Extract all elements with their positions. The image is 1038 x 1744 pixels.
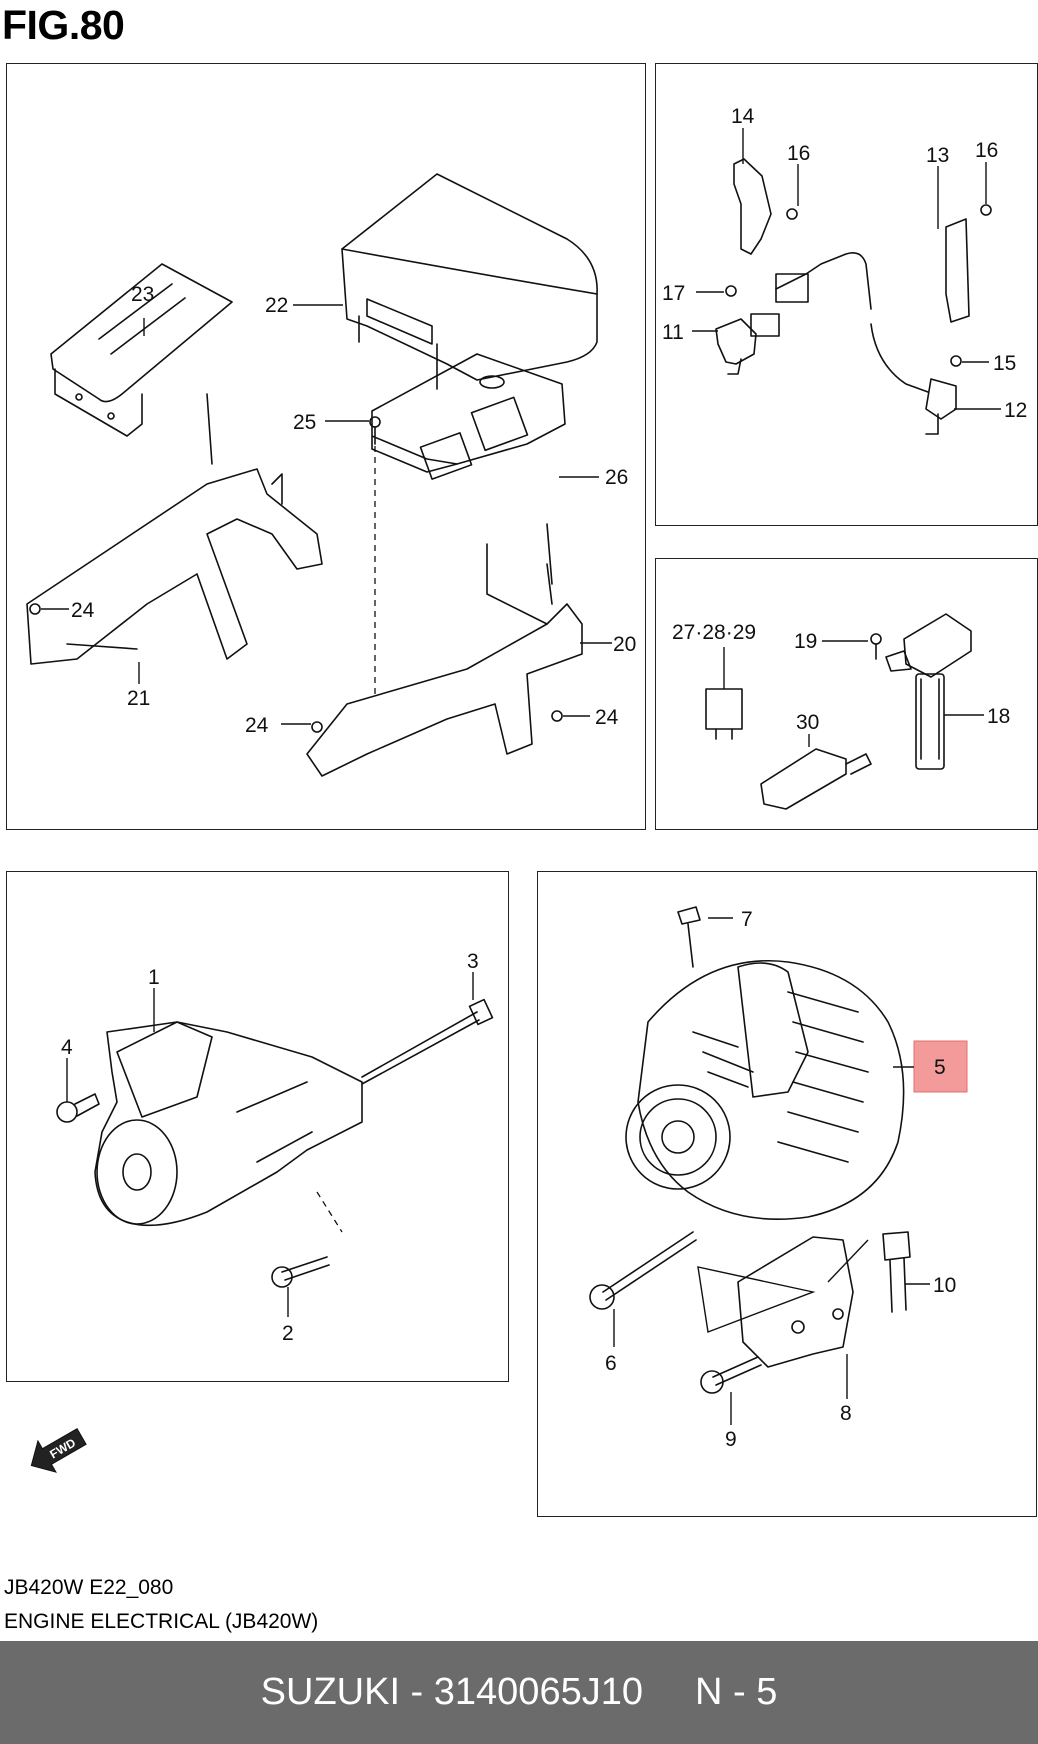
callout-4[interactable]: 4 — [61, 1036, 73, 1059]
fwd-arrow-icon: FWD — [30, 1428, 87, 1473]
part-11-sensor[interactable] — [715, 318, 757, 375]
fwd-label: FWD — [47, 1435, 78, 1461]
callout-25[interactable]: 25 — [293, 411, 316, 434]
callout-7[interactable]: 7 — [741, 908, 753, 931]
diagram-caption: ENGINE ELECTRICAL (JB420W) — [4, 1610, 319, 1633]
alternator-drawing: 7 5 6 10 9 8 — [589, 906, 968, 1451]
diagram-code: JB420W E22_080 — [4, 1576, 174, 1599]
ecu-drawing: 23 22 25 26 24 21 20 24 24 — [26, 173, 636, 777]
callout-5[interactable]: 5 — [934, 1056, 946, 1079]
callout-11[interactable]: 11 — [662, 321, 684, 344]
part-13-bracket[interactable] — [945, 218, 970, 323]
sensor-drawing: 14 16 13 16 17 11 15 12 — [662, 105, 1027, 435]
part-27-relay[interactable] — [705, 688, 743, 740]
callout-12[interactable]: 12 — [1004, 399, 1027, 422]
panel-ecu-brackets: 23 22 25 26 24 21 20 24 24 — [6, 63, 646, 830]
panel-ignition: 27·28·29 19 18 30 — [655, 558, 1038, 830]
part-10-bolt[interactable] — [882, 1231, 911, 1313]
coil-drawing: 27·28·29 19 18 30 — [672, 613, 1010, 810]
part-8-bracket[interactable] — [737, 1236, 854, 1368]
part-26-ecu[interactable] — [371, 353, 566, 480]
part-14-bracket[interactable] — [733, 158, 772, 255]
figure-title: FIG.80 — [2, 2, 125, 48]
bolt-icon-group — [870, 633, 882, 660]
part-3-bolt[interactable] — [361, 998, 494, 1085]
starter-drawing: 1 3 4 2 — [56, 950, 494, 1345]
bolt-icon-group — [29, 416, 563, 733]
callout-6[interactable]: 6 — [605, 1352, 617, 1375]
callout-13[interactable]: 13 — [926, 144, 949, 167]
panel-sensors: 14 16 13 16 17 11 15 12 — [655, 63, 1038, 526]
callout-24[interactable]: 24 — [71, 599, 95, 622]
callout-16b[interactable]: 16 — [975, 139, 998, 162]
part-22-ecu-cover[interactable] — [341, 173, 598, 390]
part-18-coil[interactable] — [885, 613, 972, 770]
part-7-nut[interactable] — [677, 906, 701, 968]
footer-ref: N - 5 — [694, 1671, 778, 1713]
callout-10[interactable]: 10 — [933, 1274, 956, 1297]
part-4-nut[interactable] — [56, 1093, 100, 1123]
callout-24c[interactable]: 24 — [595, 706, 619, 729]
footer-bar: SUZUKI - 3140065J10 N - 5 — [0, 1641, 1038, 1744]
callout-14[interactable]: 14 — [731, 105, 755, 128]
callout-22[interactable]: 22 — [265, 294, 288, 317]
part-30-connector[interactable] — [760, 748, 872, 810]
callout-17[interactable]: 17 — [662, 282, 685, 305]
callout-26[interactable]: 26 — [605, 466, 628, 489]
part-5-alternator[interactable] — [625, 960, 905, 1220]
callout-27-28-29[interactable]: 27·28·29 — [672, 621, 756, 644]
callout-16[interactable]: 16 — [787, 142, 810, 165]
callout-30[interactable]: 30 — [796, 711, 819, 734]
callout-23[interactable]: 23 — [131, 283, 154, 306]
highlight-part-5 — [913, 1040, 968, 1093]
part-2-bolt[interactable] — [271, 1256, 330, 1288]
callout-9[interactable]: 9 — [725, 1428, 737, 1451]
callout-15[interactable]: 15 — [993, 352, 1016, 375]
callout-3[interactable]: 3 — [467, 950, 479, 973]
part-6-bolt[interactable] — [589, 1231, 697, 1310]
wire-harness — [750, 251, 929, 393]
part-20-bracket[interactable] — [306, 523, 583, 777]
part-9-bolt[interactable] — [700, 1356, 762, 1394]
callout-18[interactable]: 18 — [987, 705, 1010, 728]
callout-8[interactable]: 8 — [840, 1402, 852, 1425]
callout-21[interactable]: 21 — [127, 687, 150, 710]
part-12-sensor[interactable] — [925, 378, 957, 435]
panel-alternator: 7 5 6 10 9 8 — [537, 871, 1037, 1517]
callout-1[interactable]: 1 — [148, 966, 160, 989]
bolt-icon-group — [725, 204, 992, 367]
panel-starter: 1 3 4 2 — [6, 871, 509, 1382]
callout-20[interactable]: 20 — [613, 633, 636, 656]
footer-brand-part: SUZUKI - 3140065J10 — [260, 1671, 643, 1713]
callout-19[interactable]: 19 — [794, 630, 817, 653]
part-21-bracket[interactable] — [26, 393, 323, 665]
part-1-starter[interactable] — [94, 1021, 363, 1227]
part-23-shield[interactable] — [50, 263, 233, 437]
callout-24b[interactable]: 24 — [245, 714, 269, 737]
callout-2[interactable]: 2 — [282, 1322, 294, 1345]
